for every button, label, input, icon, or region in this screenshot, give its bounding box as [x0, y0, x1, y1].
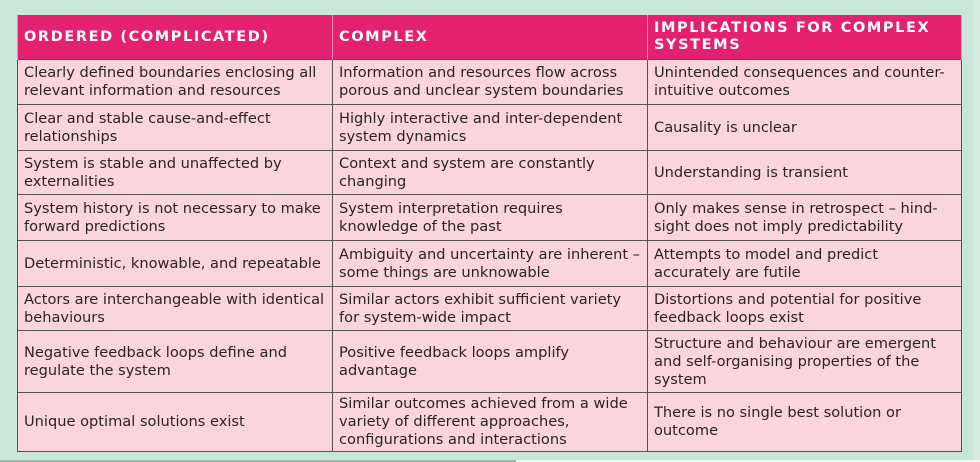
comparison-table: ORDERED (COMPLICATED) COMPLEX IMPLICATIO…	[17, 15, 962, 452]
cell-complex: Information and resources flow across po…	[332, 59, 648, 105]
cell-complex: Similar actors exhibit sufficient variet…	[332, 286, 648, 331]
cell-ordered: Negative feedback loops define and regul…	[17, 330, 333, 393]
cell-complex: Highly interactive and inter-dependent s…	[332, 104, 648, 151]
page-edge	[973, 0, 980, 462]
header-ordered: ORDERED (COMPLICATED)	[17, 15, 333, 60]
table-row: Clear and stable cause-and-effect relati…	[17, 104, 962, 151]
table-row: Deterministic, knowable, and repeatable …	[17, 240, 962, 287]
cell-ordered: Actors are interchangeable with identica…	[17, 286, 333, 331]
cell-complex: Context and system are constantly changi…	[332, 150, 648, 195]
cell-ordered: Unique optimal solutions exist	[17, 392, 333, 452]
cell-ordered: Deterministic, knowable, and repeatable	[17, 240, 333, 287]
cell-implications: Unintended consequences and counter-intu…	[647, 59, 962, 105]
cell-implications: There is no single best solution or outc…	[647, 392, 962, 452]
divider	[0, 460, 516, 462]
cell-complex: System interpretation requires knowledge…	[332, 194, 648, 241]
table-row: System is stable and unaffected by exter…	[17, 150, 962, 195]
cell-implications: Distortions and potential for positive f…	[647, 286, 962, 331]
cell-implications: Attempts to model and predict accurately…	[647, 240, 962, 287]
table-row: System history is not necessary to make …	[17, 194, 962, 241]
cell-implications: Structure and behaviour are emergent and…	[647, 330, 962, 393]
divider	[516, 460, 980, 462]
cell-ordered: Clear and stable cause-and-effect relati…	[17, 104, 333, 151]
cell-implications: Causality is unclear	[647, 104, 962, 151]
cell-implications: Understanding is transient	[647, 150, 962, 195]
header-implications: IMPLICATIONS FOR COMPLEX SYSTEMS	[647, 15, 962, 60]
table-row: Unique optimal solutions exist Similar o…	[17, 392, 962, 452]
cell-complex: Ambiguity and uncertainty are inherent –…	[332, 240, 648, 287]
cell-ordered: Clearly defined boundaries enclosing all…	[17, 59, 333, 105]
cell-ordered: System history is not necessary to make …	[17, 194, 333, 241]
table-row: Negative feedback loops define and regul…	[17, 330, 962, 393]
cell-ordered: System is stable and unaffected by exter…	[17, 150, 333, 195]
cell-complex: Positive feedback loops amplify advantag…	[332, 330, 648, 393]
header-row: ORDERED (COMPLICATED) COMPLEX IMPLICATIO…	[17, 15, 962, 60]
table-row: Actors are interchangeable with identica…	[17, 286, 962, 331]
table-row: Clearly defined boundaries enclosing all…	[17, 59, 962, 105]
header-complex: COMPLEX	[332, 15, 648, 60]
cell-complex: Similar outcomes achieved from a wide va…	[332, 392, 648, 452]
cell-implications: Only makes sense in retrospect – hind-si…	[647, 194, 962, 241]
